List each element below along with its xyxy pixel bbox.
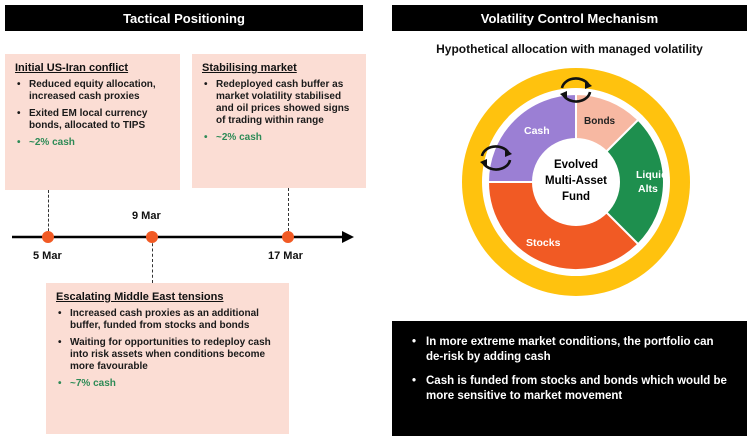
timeline	[12, 231, 354, 243]
volatility-control-header: Volatility Control Mechanism	[392, 5, 747, 31]
explanation-list: In more extreme market conditions, the p…	[410, 335, 731, 404]
connector-5mar	[48, 190, 49, 236]
rebalance-icon	[480, 145, 512, 171]
segment-label-bonds: Bonds	[584, 116, 616, 127]
de-risk-explanation-panel: In more extreme market conditions, the p…	[392, 321, 747, 436]
center-label-line2: Multi-Asset	[545, 175, 607, 187]
tactical-positioning-header: Tactical Positioning	[5, 5, 363, 31]
connector-17mar	[288, 188, 289, 236]
rebalance-icon	[560, 77, 592, 103]
allocation-donut: Evolved Multi-Asset Fund Cash Bonds Liqu…	[462, 68, 690, 296]
event-title: Escalating Middle East tensions	[56, 291, 224, 303]
event-bullet: Reduced equity allocation, increased cas…	[15, 79, 170, 103]
event-cash-level: ~7% cash	[56, 378, 279, 390]
allocation-subtitle: Hypothetical allocation with managed vol…	[436, 42, 703, 56]
volatility-control-title: Volatility Control Mechanism	[480, 10, 659, 26]
event-box-initial-conflict: Initial US-Iran conflict Reduced equity …	[5, 54, 180, 190]
tactical-positioning-title: Tactical Positioning	[123, 10, 245, 26]
event-bullet-list: Redeployed cash buffer as market volatil…	[202, 79, 356, 144]
event-box-stabilising-market: Stabilising market Redeployed cash buffe…	[192, 54, 366, 188]
center-hole	[532, 138, 620, 226]
segment-label-liquid: Liquid	[636, 169, 668, 181]
event-bullet: Increased cash proxies as an additional …	[56, 308, 279, 332]
segment-label-alts: Alts	[638, 183, 658, 195]
event-bullet: Exited EM local currency bonds, allocate…	[15, 108, 170, 132]
segment-stocks	[486, 181, 640, 271]
date-label-17mar: 17 Mar	[268, 250, 303, 262]
timeline-arrow-icon	[342, 231, 354, 243]
event-box-escalating-tensions: Escalating Middle East tensions Increase…	[46, 283, 289, 434]
event-cash-level: ~2% cash	[15, 137, 170, 149]
segment-label-stocks: Stocks	[526, 237, 561, 249]
event-title: Initial US-Iran conflict	[15, 62, 129, 74]
center-label-line3: Fund	[562, 191, 590, 203]
timeline-dot-9mar	[146, 231, 158, 243]
event-bullet-list: Increased cash proxies as an additional …	[56, 308, 279, 390]
date-label-9mar: 9 Mar	[132, 210, 161, 222]
event-title: Stabilising market	[202, 62, 297, 74]
center-label-line1: Evolved	[554, 159, 598, 171]
connector-9mar	[152, 238, 153, 283]
event-bullet: Waiting for opportunities to redeploy ca…	[56, 337, 279, 373]
event-bullet-list: Reduced equity allocation, increased cas…	[15, 79, 170, 149]
timeline-dot-5mar	[42, 231, 54, 243]
date-label-5mar: 5 Mar	[33, 250, 62, 262]
explanation-bullet: In more extreme market conditions, the p…	[410, 335, 731, 365]
segment-label-cash: Cash	[524, 125, 550, 137]
event-bullet: Redeployed cash buffer as market volatil…	[202, 79, 356, 127]
timeline-dot-17mar	[282, 231, 294, 243]
explanation-bullet: Cash is funded from stocks and bonds whi…	[410, 374, 731, 404]
event-cash-level: ~2% cash	[202, 132, 356, 144]
